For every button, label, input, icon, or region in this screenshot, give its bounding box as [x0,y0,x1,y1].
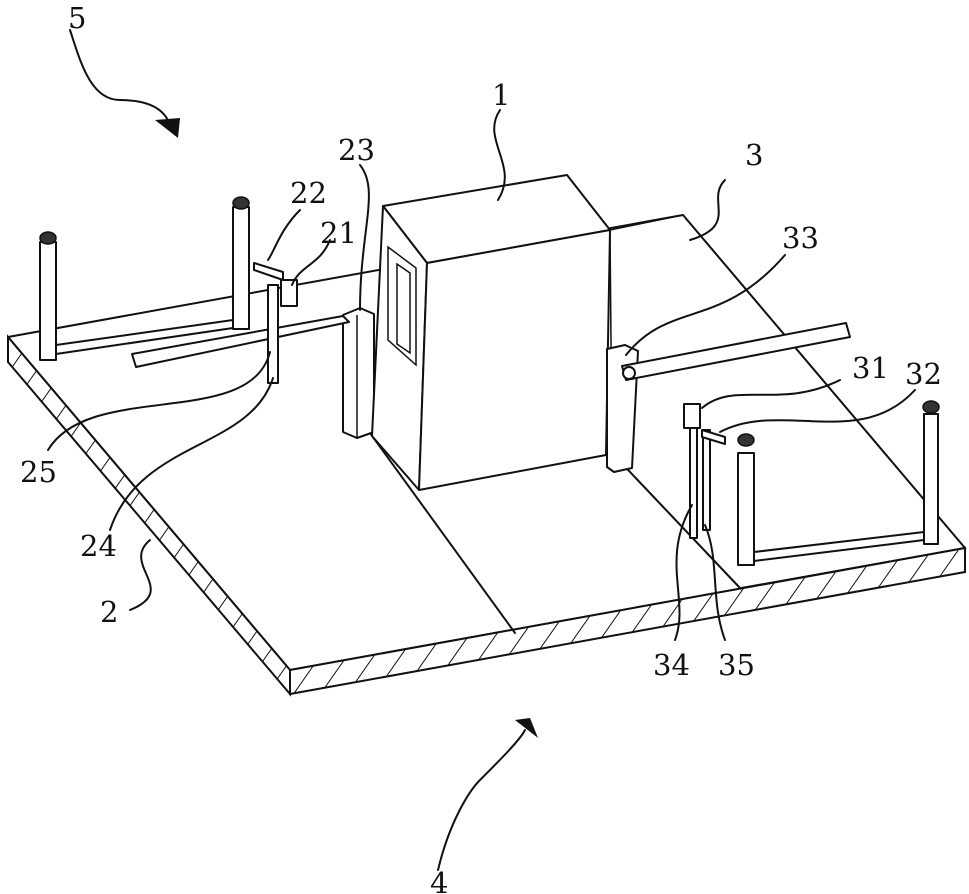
label-34: 34 [653,648,690,682]
label-5: 5 [68,1,86,35]
label-4: 4 [430,866,448,894]
booth-1 [372,175,610,490]
label-24: 24 [80,529,117,563]
label-32: 32 [905,357,942,391]
label-2: 2 [100,595,118,629]
label-31: 31 [852,351,889,385]
label-25: 25 [20,455,57,489]
label-22: 22 [290,176,327,210]
label-1: 1 [492,78,510,112]
label-33: 33 [782,221,819,255]
label-21: 21 [320,216,357,250]
gate-post-23 [343,308,374,438]
label-35: 35 [718,648,755,682]
label-3: 3 [745,138,763,172]
label-23: 23 [338,133,375,167]
